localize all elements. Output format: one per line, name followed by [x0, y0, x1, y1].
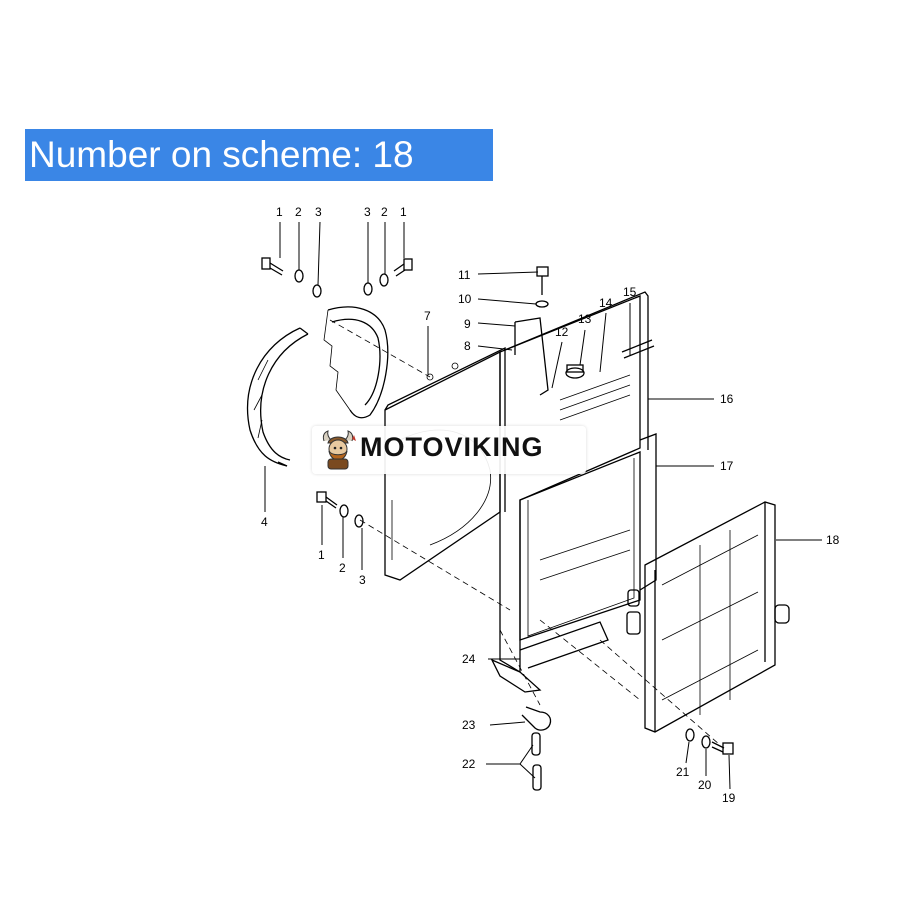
callout-1: 1	[400, 205, 407, 219]
callout-14: 14	[599, 296, 613, 310]
scheme-number-banner: Number on scheme: 18	[25, 129, 493, 181]
callout-3: 3	[359, 573, 366, 587]
callout-16: 16	[720, 392, 734, 406]
callout-1: 1	[318, 548, 325, 562]
assembly-guide-lines	[329, 319, 721, 746]
callout-15: 15	[623, 285, 637, 299]
brand-watermark: MOTOVIKING	[312, 426, 586, 474]
callout-22: 22	[462, 757, 476, 771]
spring-washer-icon	[312, 284, 322, 298]
bolt-icon	[711, 741, 734, 755]
callout-2: 2	[339, 561, 346, 575]
washer-icon	[339, 504, 349, 518]
top-left-fasteners	[261, 257, 413, 298]
spring-washer-icon	[701, 735, 711, 749]
viking-mascot-icon	[322, 430, 356, 470]
spring-washer-icon	[363, 282, 373, 296]
bolt-icon	[316, 491, 338, 509]
radiator-frame	[490, 266, 657, 693]
callout-11: 11	[458, 268, 471, 282]
callout-24: 24	[462, 652, 476, 666]
bolt-icon	[261, 257, 284, 276]
callout-4: 4	[261, 515, 268, 529]
callout-12: 12	[555, 325, 569, 339]
watermark-brand-text: MOTOVIKING	[360, 432, 544, 462]
fan-shroud-guard	[246, 306, 389, 467]
callout-23: 23	[462, 718, 476, 732]
scheme-number-title: Number on scheme: 18	[29, 134, 414, 175]
callout-3: 3	[364, 205, 371, 219]
washer-icon	[379, 273, 389, 287]
callout-1: 1	[276, 205, 283, 219]
washer-icon	[685, 728, 695, 742]
callout-18: 18	[826, 533, 840, 547]
callout-8: 8	[464, 339, 471, 353]
callout-3: 3	[315, 205, 322, 219]
callout-13: 13	[578, 312, 592, 326]
callout-2: 2	[381, 205, 388, 219]
callout-20: 20	[698, 778, 712, 792]
callout-10: 10	[458, 292, 472, 306]
callout-19: 19	[722, 791, 736, 805]
leader-lines	[264, 221, 822, 790]
washer-icon	[294, 269, 304, 283]
callout-2: 2	[295, 205, 302, 219]
oil-cooler-core	[626, 501, 790, 733]
callout-7: 7	[424, 309, 431, 323]
lower-fasteners	[316, 491, 734, 791]
callout-17: 17	[720, 459, 734, 473]
callout-numbers: 1 2 3 3 2 1 11 10 9 8 7 12 13 14 15 16 1…	[261, 205, 840, 805]
spring-washer-icon	[354, 514, 364, 528]
bolt-icon	[393, 258, 413, 277]
callout-9: 9	[464, 317, 471, 331]
callout-21: 21	[676, 765, 690, 779]
